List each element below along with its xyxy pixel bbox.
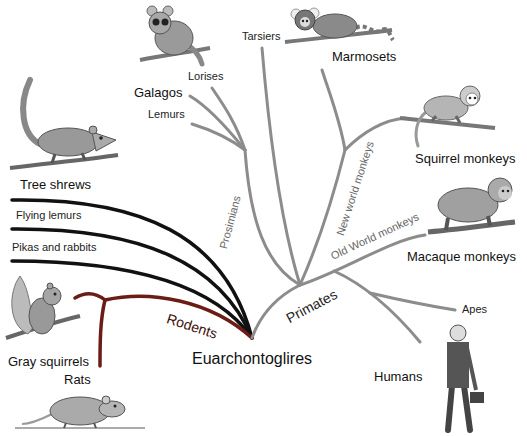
squirrel-monkey-drawing xyxy=(469,97,472,100)
marmoset-drawing xyxy=(356,26,393,40)
marmoset-drawing xyxy=(306,20,308,22)
tree-branch xyxy=(190,96,245,150)
tree-branch xyxy=(100,300,105,366)
tree-branch xyxy=(190,48,455,342)
species-label: Galagos xyxy=(132,86,184,101)
macaque-drawing xyxy=(428,178,515,232)
tree-shrew-drawing xyxy=(89,126,97,134)
clade-label: New world monkeys xyxy=(333,137,377,238)
marmoset-drawing xyxy=(313,14,357,38)
squirrel-monkey-drawing xyxy=(474,97,477,100)
human-drawing xyxy=(470,392,484,403)
tree-shrew-drawing xyxy=(10,80,118,168)
macaque-drawing xyxy=(498,186,512,200)
species-label: Pikas and rabbits xyxy=(10,241,98,254)
species-label: Macaque monkeys xyxy=(405,250,518,265)
gray-squirrel-drawing xyxy=(47,283,53,289)
gray-squirrel-drawing xyxy=(6,276,80,338)
human-drawing xyxy=(447,325,484,430)
macaque-drawing xyxy=(502,190,505,193)
species-label: Apes xyxy=(460,303,489,316)
species-label: Lemurs xyxy=(146,108,187,121)
species-label: Tarsiers xyxy=(240,30,283,43)
rat-drawing xyxy=(114,405,117,408)
rat-drawing xyxy=(15,396,145,428)
tree-branch xyxy=(212,88,245,150)
marmoset-drawing xyxy=(302,20,304,22)
tree-branch xyxy=(322,70,345,150)
gray-squirrel-drawing xyxy=(43,287,61,305)
squirrel-monkey-drawing xyxy=(416,112,426,146)
rat-drawing xyxy=(22,414,52,424)
species-label: Tree shrews xyxy=(18,178,93,193)
tree-branch xyxy=(262,48,300,285)
tree-branch xyxy=(12,200,252,338)
tree-shrew-drawing xyxy=(38,128,98,156)
tree-shrew-drawing xyxy=(10,155,118,168)
galago-drawing xyxy=(153,19,160,26)
macaque-drawing xyxy=(507,190,510,193)
rat-drawing xyxy=(15,427,145,429)
tree-branch xyxy=(370,293,455,310)
species-label: Humans xyxy=(372,370,424,385)
gray-squirrel-drawing xyxy=(54,293,57,296)
root-label: Euarchontoglires xyxy=(190,350,314,368)
species-label: Lorises xyxy=(186,70,225,83)
tree-branch xyxy=(12,200,252,338)
tree-shrew-drawing xyxy=(92,132,116,151)
marmoset-drawing xyxy=(300,17,310,27)
galago-drawing xyxy=(149,12,171,34)
human-drawing xyxy=(467,348,476,390)
species-label: Flying lemurs xyxy=(14,209,83,222)
species-label: Rats xyxy=(62,373,93,388)
marmoset-drawing xyxy=(295,10,315,30)
tree-shrew-drawing xyxy=(99,136,103,140)
tree-branch xyxy=(245,150,300,285)
squirrel-monkey-drawing xyxy=(432,116,460,123)
squirrel-monkey-drawing xyxy=(466,93,478,105)
tree-shrew-drawing xyxy=(23,80,40,144)
species-label: Gray squirrels xyxy=(6,355,91,370)
rat-drawing xyxy=(64,423,96,428)
tree-branch xyxy=(334,271,420,342)
human-drawing xyxy=(448,386,470,430)
species-label: Marmosets xyxy=(330,50,398,65)
tree-shrew-drawing xyxy=(52,153,85,163)
galago-drawing xyxy=(162,19,169,26)
tree-branch xyxy=(75,294,105,300)
clade-label: Rodents xyxy=(163,310,221,343)
clade-label: Prosimians xyxy=(216,192,243,252)
rat-drawing xyxy=(99,401,125,417)
macaque-drawing xyxy=(428,222,515,232)
macaque-drawing xyxy=(488,178,512,202)
macaque-drawing xyxy=(446,216,490,230)
squirrel-monkey-drawing xyxy=(460,86,480,106)
squirrel-monkey-drawing xyxy=(400,86,495,146)
rat-drawing xyxy=(102,396,110,404)
species-label: Squirrel monkeys xyxy=(413,152,517,167)
marmoset-drawing xyxy=(285,8,393,42)
human-drawing xyxy=(450,325,466,341)
galago-drawing xyxy=(140,6,210,64)
